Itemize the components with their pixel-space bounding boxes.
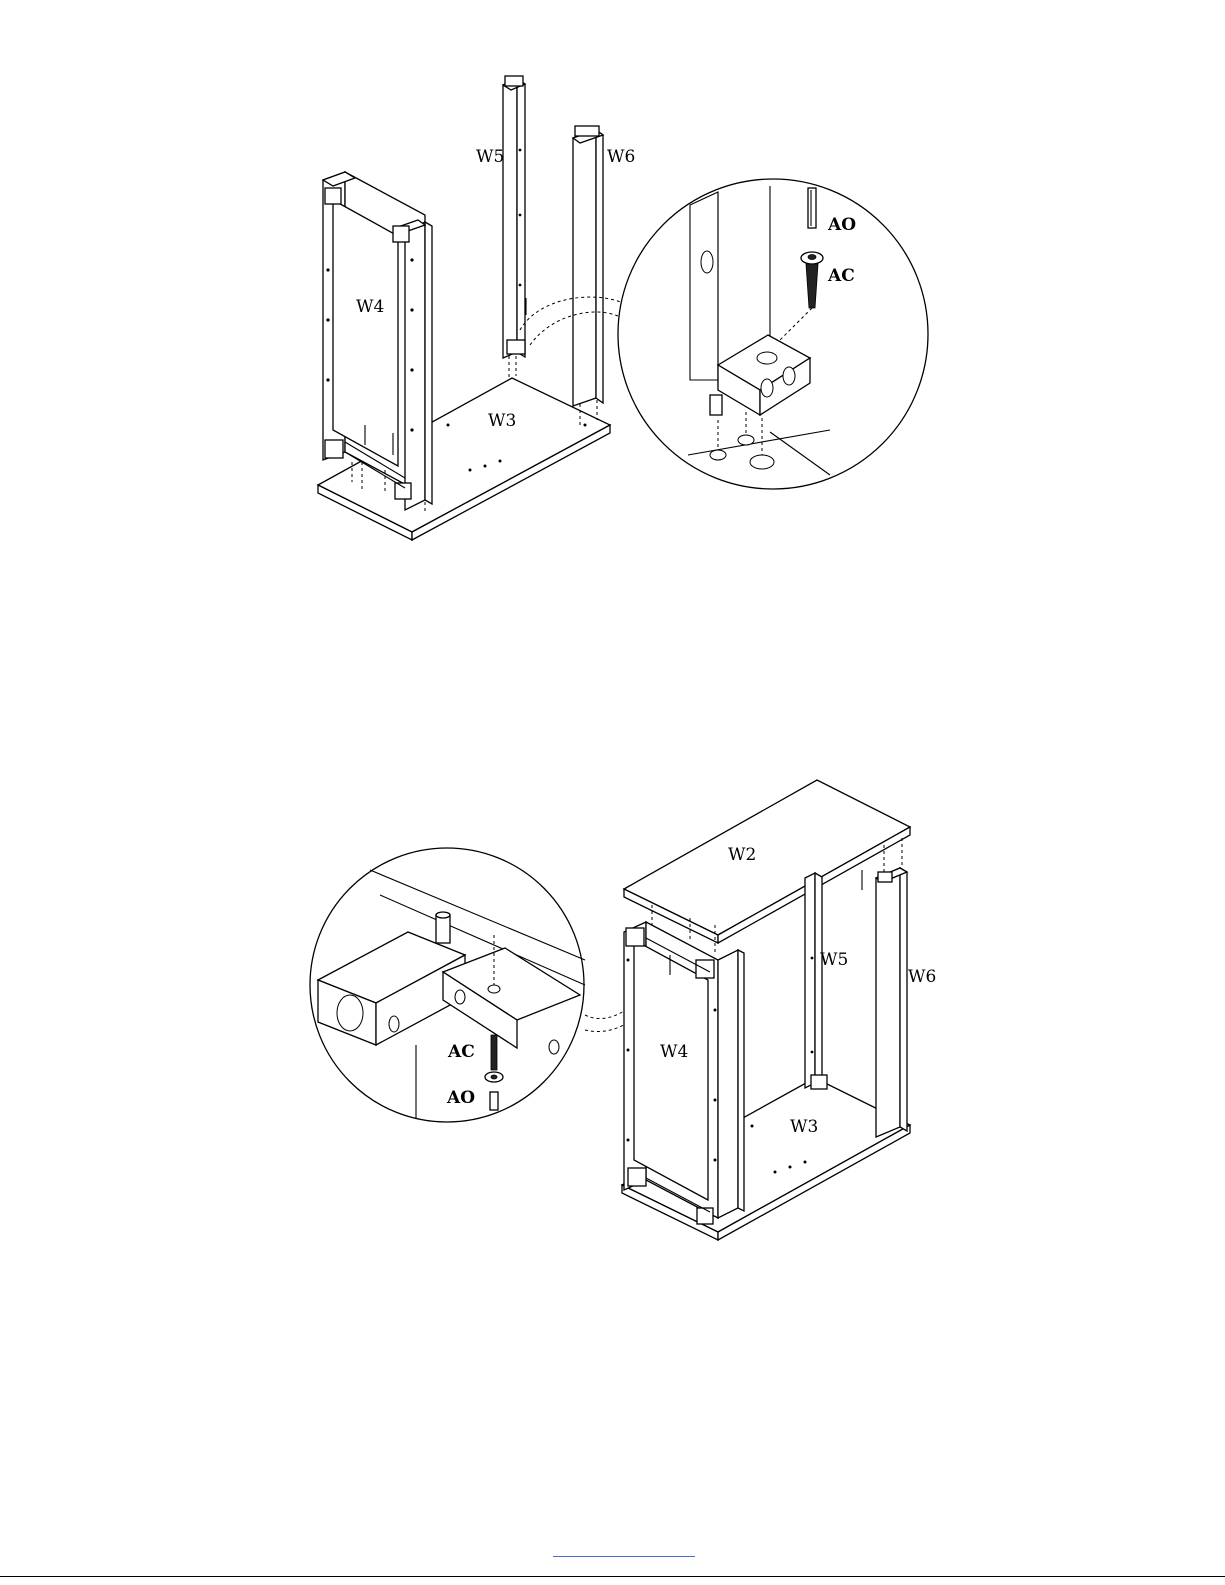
- detail-circle-2: [310, 848, 585, 1122]
- label-w3: W3: [790, 1117, 818, 1137]
- label-w5: W5: [476, 147, 504, 167]
- ac-screw: [491, 1035, 497, 1070]
- top-panel-w2: [624, 780, 910, 943]
- ao-dowel: [490, 1092, 498, 1110]
- footer-link-underline[interactable]: [553, 1556, 695, 1558]
- label-w6: W6: [908, 967, 936, 987]
- page-bottom-rule: [0, 1576, 1225, 1577]
- figure-2-step-diagram: W2 W5 W6 W4 W3 AC AO: [310, 780, 936, 1240]
- upright-post-w6: [573, 126, 603, 425]
- label-w3: W3: [488, 411, 516, 431]
- label-w6: W6: [607, 147, 635, 167]
- figure-1-step-diagram: W5 W6 W4 W3 AO AC: [318, 76, 928, 540]
- side-panel-w4: [323, 172, 432, 512]
- ao-dowel: [808, 188, 816, 228]
- label-ac: AC: [827, 266, 855, 286]
- label-ao: AO: [827, 215, 856, 235]
- upright-post-w6: [862, 838, 907, 1137]
- label-ac: AC: [447, 1042, 475, 1062]
- side-panel-w4: [624, 905, 744, 1224]
- label-w2: W2: [728, 845, 756, 865]
- detail-circle-1: [618, 179, 928, 489]
- label-w4: W4: [660, 1042, 688, 1062]
- label-w5: W5: [820, 950, 848, 970]
- upright-post-w5: [805, 873, 827, 1089]
- upright-post-w5: [503, 76, 526, 378]
- label-w4: W4: [356, 297, 384, 317]
- label-ao: AO: [446, 1088, 475, 1108]
